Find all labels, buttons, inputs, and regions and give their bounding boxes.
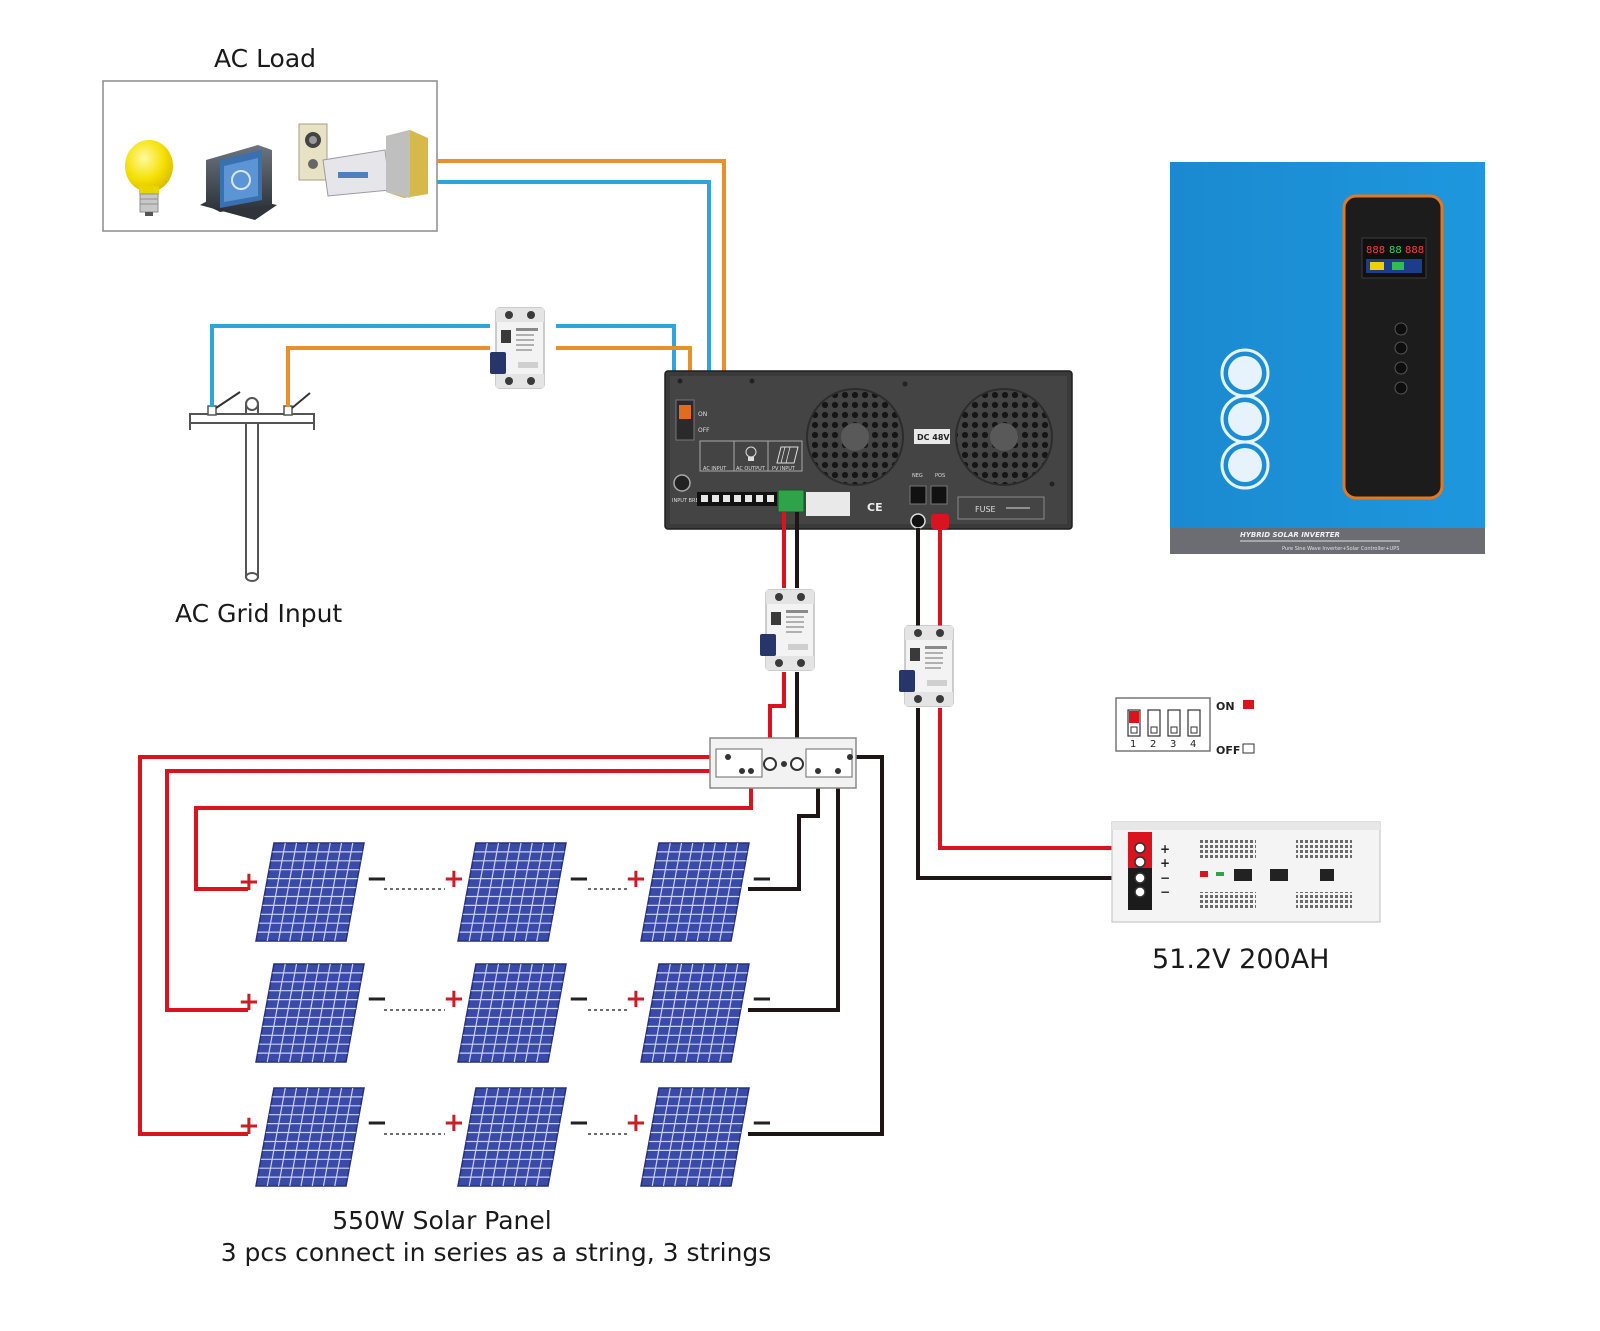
dip-switch: 1 2 3 4 ON OFF bbox=[1115, 697, 1255, 757]
dip-position-1: 1 bbox=[1130, 739, 1136, 750]
pv-breaker[interactable] bbox=[759, 589, 815, 671]
solar-panel-icon bbox=[457, 842, 567, 942]
front-button-3[interactable] bbox=[1394, 361, 1408, 375]
battery-unit: + + − − bbox=[1111, 821, 1381, 923]
battery-terminal-sign-1: + bbox=[1160, 842, 1170, 856]
stereo-icon bbox=[298, 123, 428, 198]
solar-panel-subtitle: 3 pcs connect in series as a string, 3 s… bbox=[220, 1238, 772, 1267]
input-breaker-knob[interactable] bbox=[673, 474, 691, 492]
feature-badge-icon bbox=[1220, 348, 1270, 490]
pv-combiner-box bbox=[709, 737, 857, 789]
switch-on-label: ON bbox=[698, 411, 707, 418]
neg-label: NEG bbox=[912, 473, 923, 479]
inverter-product-name: HYBRID SOLAR INVERTER bbox=[1240, 531, 1340, 539]
cert-mark: CE bbox=[867, 501, 883, 514]
pv-input-terminal[interactable] bbox=[777, 489, 805, 513]
dip-position-3: 3 bbox=[1170, 739, 1176, 750]
solar-panel-icon bbox=[255, 842, 365, 942]
panel-plus-mark: + bbox=[443, 1108, 465, 1138]
light-bulb-icon bbox=[125, 140, 173, 216]
solar-panel-icon bbox=[457, 963, 567, 1063]
panel-minus-mark: − bbox=[366, 1108, 388, 1138]
panel-plus-mark: + bbox=[443, 864, 465, 894]
panel-plus-mark: + bbox=[238, 987, 260, 1017]
grid-live-wire bbox=[210, 324, 490, 407]
fuse-label: FUSE bbox=[975, 505, 996, 514]
ac-load-label: AC Load bbox=[214, 44, 317, 73]
pos-label: POS bbox=[935, 473, 945, 479]
solar-panel-title: 550W Solar Panel bbox=[332, 1206, 552, 1235]
panel-plus-mark: + bbox=[625, 1108, 647, 1138]
front-button-4[interactable] bbox=[1394, 381, 1408, 395]
lcd-digits-mid: 88 bbox=[1389, 245, 1402, 256]
dip-switch-4[interactable] bbox=[1187, 709, 1201, 737]
solar-panel-icon bbox=[457, 1087, 567, 1187]
panel-minus-mark: − bbox=[366, 864, 388, 894]
dc-pos-terminal[interactable] bbox=[931, 514, 949, 529]
panel-minus-mark: − bbox=[366, 984, 388, 1014]
dc-neg-terminal[interactable] bbox=[910, 513, 926, 529]
pv-port-icon bbox=[776, 446, 799, 464]
battery-terminal-sign-4: − bbox=[1160, 885, 1170, 899]
battery-breaker[interactable] bbox=[898, 625, 954, 707]
load-orange-wire bbox=[437, 159, 726, 440]
ac-grid-input-label: AC Grid Input bbox=[175, 599, 343, 628]
battery-terminal-sign-2: + bbox=[1160, 856, 1170, 870]
panel-minus-mark: − bbox=[751, 984, 773, 1014]
switch-off-label: OFF bbox=[698, 427, 710, 434]
panel-plus-mark: + bbox=[625, 984, 647, 1014]
front-button-1[interactable] bbox=[1394, 322, 1408, 336]
ac-grid-breaker[interactable] bbox=[489, 307, 545, 389]
panel-minus-mark: − bbox=[568, 1108, 590, 1138]
lcd-digits-right: 888 bbox=[1405, 245, 1424, 256]
battery-pos-terminal[interactable] bbox=[1134, 842, 1146, 854]
dip-position-4: 4 bbox=[1190, 739, 1196, 750]
solar-panel-icon bbox=[640, 963, 750, 1063]
load-blue-wire bbox=[437, 180, 711, 440]
battery-pos-terminal[interactable] bbox=[1134, 856, 1146, 868]
ac-input-port-label: AC INPUT bbox=[703, 466, 727, 472]
solar-panel-icon bbox=[255, 963, 365, 1063]
panel-plus-mark: + bbox=[238, 867, 260, 897]
dip-off-label: OFF bbox=[1216, 744, 1240, 757]
ac-output-port-label: AC OUTPUT bbox=[736, 466, 766, 472]
solar-panel-icon bbox=[255, 1087, 365, 1187]
dip-switch-3[interactable] bbox=[1167, 709, 1181, 737]
pv-input-port-label: PV INPUT bbox=[772, 466, 796, 472]
panel-minus-mark: − bbox=[568, 984, 590, 1014]
inverter-front-panel: HYBRID SOLAR INVERTER Pure Sine Wave Inv… bbox=[1170, 162, 1485, 554]
dip-on-label: ON bbox=[1216, 700, 1235, 713]
dip-position-2: 2 bbox=[1150, 739, 1156, 750]
solar-panel-icon bbox=[640, 842, 750, 942]
panel-plus-mark: + bbox=[625, 864, 647, 894]
front-button-2[interactable] bbox=[1394, 341, 1408, 355]
ac-load-box bbox=[102, 80, 438, 232]
panel-minus-mark: − bbox=[751, 1108, 773, 1138]
inverter-rear-panel: ON OFF INPUT BREAKER AC INPUT AC OUTPUT … bbox=[664, 370, 1073, 530]
battery-neg-terminal[interactable] bbox=[1134, 872, 1146, 884]
solar-panel-icon bbox=[640, 1087, 750, 1187]
bulb-port-icon bbox=[745, 446, 757, 461]
inverter-product-sub: Pure Sine Wave Inverter+Solar Controller… bbox=[1282, 546, 1399, 552]
panel-minus-mark: − bbox=[568, 864, 590, 894]
grid-neutral-wire bbox=[286, 346, 490, 407]
battery-label: 51.2V 200AH bbox=[1152, 944, 1330, 975]
computer-icon bbox=[200, 145, 277, 220]
panel-plus-mark: + bbox=[238, 1111, 260, 1141]
input-breaker-label: INPUT BREAKER bbox=[672, 498, 712, 504]
panel-minus-mark: − bbox=[751, 864, 773, 894]
battery-neg-terminal[interactable] bbox=[1134, 886, 1146, 898]
solar-array: + − + − + − + − + − + − + − + − + − bbox=[238, 842, 773, 1187]
utility-pole-icon bbox=[189, 391, 315, 582]
dc-voltage-label: DC 48V bbox=[917, 433, 950, 442]
lcd-digits-left: 888 bbox=[1366, 245, 1385, 256]
dip-switch-2[interactable] bbox=[1147, 709, 1161, 737]
dc-wires bbox=[138, 512, 1130, 1136]
battery-terminal-sign-3: − bbox=[1160, 871, 1170, 885]
grid-to-inverter-blue bbox=[556, 324, 676, 445]
panel-plus-mark: + bbox=[443, 984, 465, 1014]
